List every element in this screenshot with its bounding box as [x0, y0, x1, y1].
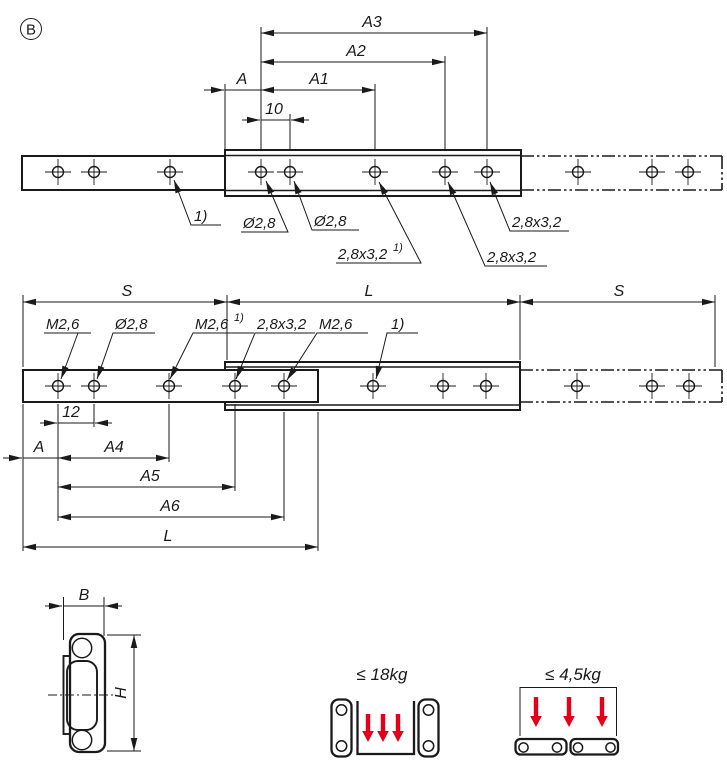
- section-h-dimension: H: [107, 634, 141, 752]
- load-label-flat-mount: ≤ 4,5kg: [545, 665, 601, 684]
- flat-slide-right: [569, 737, 620, 756]
- callout-slot-2: 2,8x3,2: [486, 249, 537, 266]
- extended-view: S L S M2,6: [3, 283, 723, 551]
- extended-view-phantom-rail: [520, 369, 723, 403]
- view-label-circle: [20, 18, 42, 40]
- top-view-callouts: 1) Ø2,8 Ø2,8 2,8x3,2 1) 2,8x3,2 2,8x3,2: [173, 179, 569, 267]
- load-rating-flat-mount: ≤ 4,5kg: [514, 665, 620, 756]
- view-label: B: [20, 18, 42, 40]
- extended-view-callouts: M2,6 Ø2,8 M2,6 1) 2,8x3,2 M2,6 1): [44, 312, 418, 381]
- ball-top: [71, 637, 93, 659]
- dim-label-a: A: [236, 71, 248, 88]
- top-view-phantom-rail: [521, 155, 723, 191]
- callout-thread-3: M2,6: [319, 316, 353, 333]
- dim-label-s-right: S: [614, 283, 625, 300]
- section-profile: [48, 632, 114, 754]
- load-label-side-mount: ≤ 18kg: [357, 665, 408, 684]
- top-view: A3 A2 A1 A 10 1) Ø2,8 Ø2,8 2,8x3,2 1) 2,…: [21, 14, 723, 267]
- callout-hole-dia: Ø2,8: [114, 316, 148, 333]
- dim-label-a1: A1: [308, 71, 329, 88]
- dim-label-l-bottom: L: [164, 528, 173, 545]
- callout-slot-3: 2,8x3,2: [511, 214, 562, 231]
- dim-label-s-left: S: [122, 283, 133, 300]
- dim-label-a-bottom: A: [33, 439, 45, 456]
- dim-label-a6: A6: [159, 498, 180, 515]
- dim-label-a2: A2: [345, 43, 366, 60]
- dim-label-a5: A5: [139, 468, 160, 485]
- slide-profile-left: [330, 698, 353, 758]
- extended-view-top-dimensions: S L S: [22, 283, 716, 367]
- extended-view-bottom-dimensions: 12 A A4 A5 A6 L: [3, 404, 318, 551]
- callout-thread-1: M2,6: [46, 316, 80, 333]
- callout-thread-2-sup: 1): [234, 312, 244, 324]
- dim-label-l-top: L: [365, 283, 374, 300]
- slide-profile-right: [417, 698, 440, 758]
- load-box: [519, 687, 617, 736]
- section-b-dimension: B: [45, 587, 122, 640]
- callout-slot: 2,8x3,2: [256, 316, 307, 333]
- flat-slide-left: [514, 737, 568, 756]
- callout-hole-dia-2: Ø2,8: [313, 213, 347, 230]
- ball-bottom: [71, 729, 93, 751]
- section-view: B H: [45, 587, 141, 754]
- callout-hole-dia-1: Ø2,8: [242, 215, 276, 232]
- top-view-dimensions: A3 A2 A1 A 10: [204, 14, 487, 124]
- load-arrows-down: [530, 697, 608, 727]
- dim-label-10: 10: [265, 101, 283, 118]
- drawer-channel: [356, 701, 416, 756]
- callout-thread-2: M2,6: [195, 316, 229, 333]
- view-label-text: B: [26, 22, 36, 39]
- load-arrows-down: [362, 714, 404, 742]
- dim-label-h: H: [113, 687, 130, 699]
- dim-label-b: B: [79, 587, 90, 604]
- callout-note-1: 1): [391, 316, 404, 333]
- dim-label-12: 12: [62, 404, 80, 421]
- callout-slot-1-sup: 1): [393, 242, 403, 254]
- dim-label-a3: A3: [361, 14, 382, 31]
- callout-slot-1: 2,8x3,2: [337, 246, 388, 263]
- callout-note-1: 1): [194, 208, 207, 225]
- top-view-rails: [21, 149, 723, 197]
- load-rating-side-mount: ≤ 18kg: [330, 665, 440, 758]
- dim-label-a4: A4: [103, 439, 124, 456]
